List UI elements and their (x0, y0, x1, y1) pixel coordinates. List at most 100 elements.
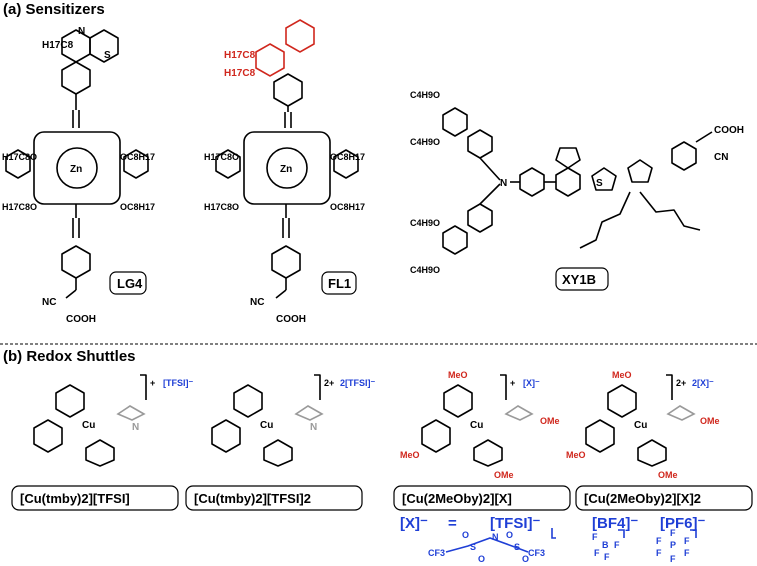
meo-top: MeO (612, 370, 632, 380)
counter-ion: [TFSI]⁻ (163, 378, 193, 388)
cu-atom: Cu (82, 420, 95, 431)
s-left: S (470, 542, 476, 552)
zn-atom: Zn (280, 164, 292, 175)
n-atom: N (492, 532, 499, 542)
f-5: F (684, 548, 690, 558)
meo-left: MeO (400, 450, 420, 460)
shuttle-1-name-box (11, 485, 179, 511)
o-sub-1: H17C8O (2, 152, 37, 162)
shuttle-2-name-box (185, 485, 363, 511)
o-sub-4: OC8H17 (120, 202, 155, 212)
counter-ion: 2[X]⁻ (692, 378, 714, 388)
lg4-name-box (109, 271, 147, 295)
n-atom: N (78, 26, 85, 37)
molecule-xy1b: C4H9O C4H9O C4H9O C4H9O N S COOH CN XY1B (410, 90, 744, 291)
counter-ion: 2[TFSI]⁻ (340, 378, 375, 388)
ome-bottom: OMe (658, 470, 678, 480)
f-3: F (594, 548, 600, 558)
s-atom: S (104, 50, 111, 61)
n-atom: N (500, 178, 507, 189)
o-sub-4: OC8H17 (330, 202, 365, 212)
shuttle-1-name: [Cu(tmby)2][TFSI] (20, 491, 130, 506)
cu-atom: Cu (470, 420, 483, 431)
meo-top: MeO (448, 370, 468, 380)
charge: 2+ (324, 378, 334, 388)
shuttle-4-name-box (575, 485, 753, 511)
alkyl-2: H17C8 (224, 68, 256, 79)
shuttle-3: MeO MeO OMe OMe Cu + [X]⁻ [Cu(2MeOby)2][… (393, 370, 571, 511)
o-sub-2: H17C8O (2, 202, 37, 212)
n-atom-grey: N (310, 422, 317, 433)
anion-pf6-label: [PF6]⁻ (660, 515, 706, 532)
fl1-name: FL1 (328, 276, 351, 291)
shuttle-2: Cu N 2+ 2[TFSI]⁻ [Cu(tmby)2][TFSI]2 (185, 374, 375, 511)
shuttle-1: Cu N + [TFSI]⁻ [Cu(tmby)2][TFSI] (11, 374, 193, 511)
f-4: F (604, 552, 610, 562)
xy1b-name: XY1B (562, 272, 596, 287)
o-sub-1: H17C8O (204, 152, 239, 162)
equals-sign: = (448, 515, 457, 532)
b-atom: B (602, 540, 609, 550)
o-sub-2: H17C8O (204, 202, 239, 212)
f-1: F (592, 532, 598, 542)
xy1b-name-box (555, 267, 609, 291)
n-alkyl-label: H17C8 (42, 40, 74, 51)
cu-atom: Cu (260, 420, 273, 431)
alkyl-1: H17C8 (224, 50, 256, 61)
o-sub-3: OC8H17 (120, 152, 155, 162)
f-3: F (684, 536, 690, 546)
n-atom-grey: N (132, 422, 139, 433)
o-sub-4: C4H9O (410, 265, 440, 275)
x-label: [X]⁻ (400, 515, 428, 532)
anion-tfsi-label: [TFSI]⁻ (490, 515, 540, 532)
cn-label: CN (714, 152, 728, 163)
cooh-label: COOH (66, 314, 96, 325)
cu-atom: Cu (634, 420, 647, 431)
shuttle-4-name: [Cu(2MeOby)2][X]2 (584, 491, 701, 506)
f-4: F (656, 548, 662, 558)
zn-atom: Zn (70, 164, 82, 175)
o-4: O (522, 554, 529, 564)
meo-left: MeO (566, 450, 586, 460)
cn-label: NC (250, 297, 264, 308)
f-2: F (656, 536, 662, 546)
section-a-title: (a) Sensitizers (3, 1, 105, 18)
o-sub-2: C4H9O (410, 137, 440, 147)
anion-bf4-label: [BF4]⁻ (592, 515, 638, 532)
s-right: S (514, 542, 520, 552)
o-sub-1: C4H9O (410, 90, 440, 100)
o-sub-3: OC8H17 (330, 152, 365, 162)
shuttle-3-name: [Cu(2MeOby)2][X] (402, 491, 512, 506)
ome-right: OMe (540, 416, 560, 426)
section-b-title: (b) Redox Shuttles (3, 348, 136, 365)
shuttle-3-name-box (393, 485, 571, 511)
p-atom: P (670, 540, 676, 550)
fl1-name-box (321, 271, 357, 295)
shuttle-4: MeO MeO OMe OMe Cu 2+ 2[X]⁻ [Cu(2MeOby)2… (566, 370, 753, 511)
counter-ion: [X]⁻ (523, 378, 540, 388)
cn-label: NC (42, 297, 56, 308)
shuttle-2-name: [Cu(tmby)2][TFSI]2 (194, 491, 311, 506)
cf3-right: CF3 (528, 548, 545, 558)
ome-bottom: OMe (494, 470, 514, 480)
molecule-lg4: N S H17C8 Zn H17C8O H17C8O OC8H17 OC8H17… (2, 26, 155, 325)
lg4-name: LG4 (117, 276, 143, 291)
charge: 2+ (676, 378, 686, 388)
cf3-left: CF3 (428, 548, 445, 558)
cooh-label: COOH (276, 314, 306, 325)
o-2: O (478, 554, 485, 564)
molecule-fl1: H17C8 H17C8 Zn H17C8O H17C8O OC8H17 OC8H… (204, 19, 365, 325)
o-sub-3: C4H9O (410, 218, 440, 228)
cooh-label: COOH (714, 125, 744, 136)
o-3: O (506, 530, 513, 540)
f-6: F (670, 554, 676, 564)
charge: + (510, 378, 515, 388)
f-2: F (614, 540, 620, 550)
o-1: O (462, 530, 469, 540)
ome-right: OMe (700, 416, 720, 426)
s-atom: S (596, 178, 603, 189)
charge: + (150, 378, 155, 388)
f-1: F (670, 528, 676, 538)
anion-legend: [X]⁻ = [TFSI]⁻ [BF4]⁻ [PF6]⁻ CF3 S O O N… (400, 515, 706, 564)
